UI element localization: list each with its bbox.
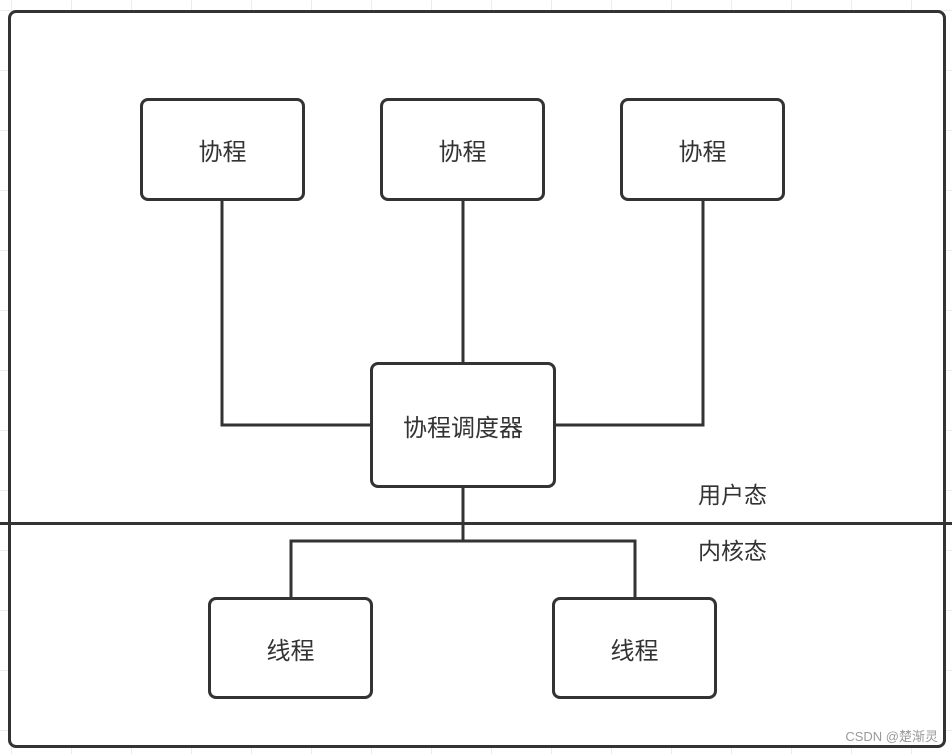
coroutine-node-2: 协程 (380, 98, 545, 201)
connector-coroutine-1-to-scheduler (220, 198, 373, 427)
connector-thread-branch (289, 539, 637, 600)
coroutine-node-1: 协程 (140, 98, 305, 201)
thread-node-1: 线程 (208, 597, 373, 699)
coroutine-node-3: 协程 (620, 98, 785, 201)
thread-node-2: 线程 (552, 597, 717, 699)
connector-coroutine-3-to-scheduler (553, 198, 705, 427)
watermark: CSDN @楚渐灵 (845, 729, 938, 744)
scheduler-node: 协程调度器 (370, 362, 556, 488)
user-mode-label: 用户态 (698, 483, 767, 509)
user-kernel-divider (0, 522, 952, 525)
kernel-mode-label: 内核态 (698, 539, 767, 565)
